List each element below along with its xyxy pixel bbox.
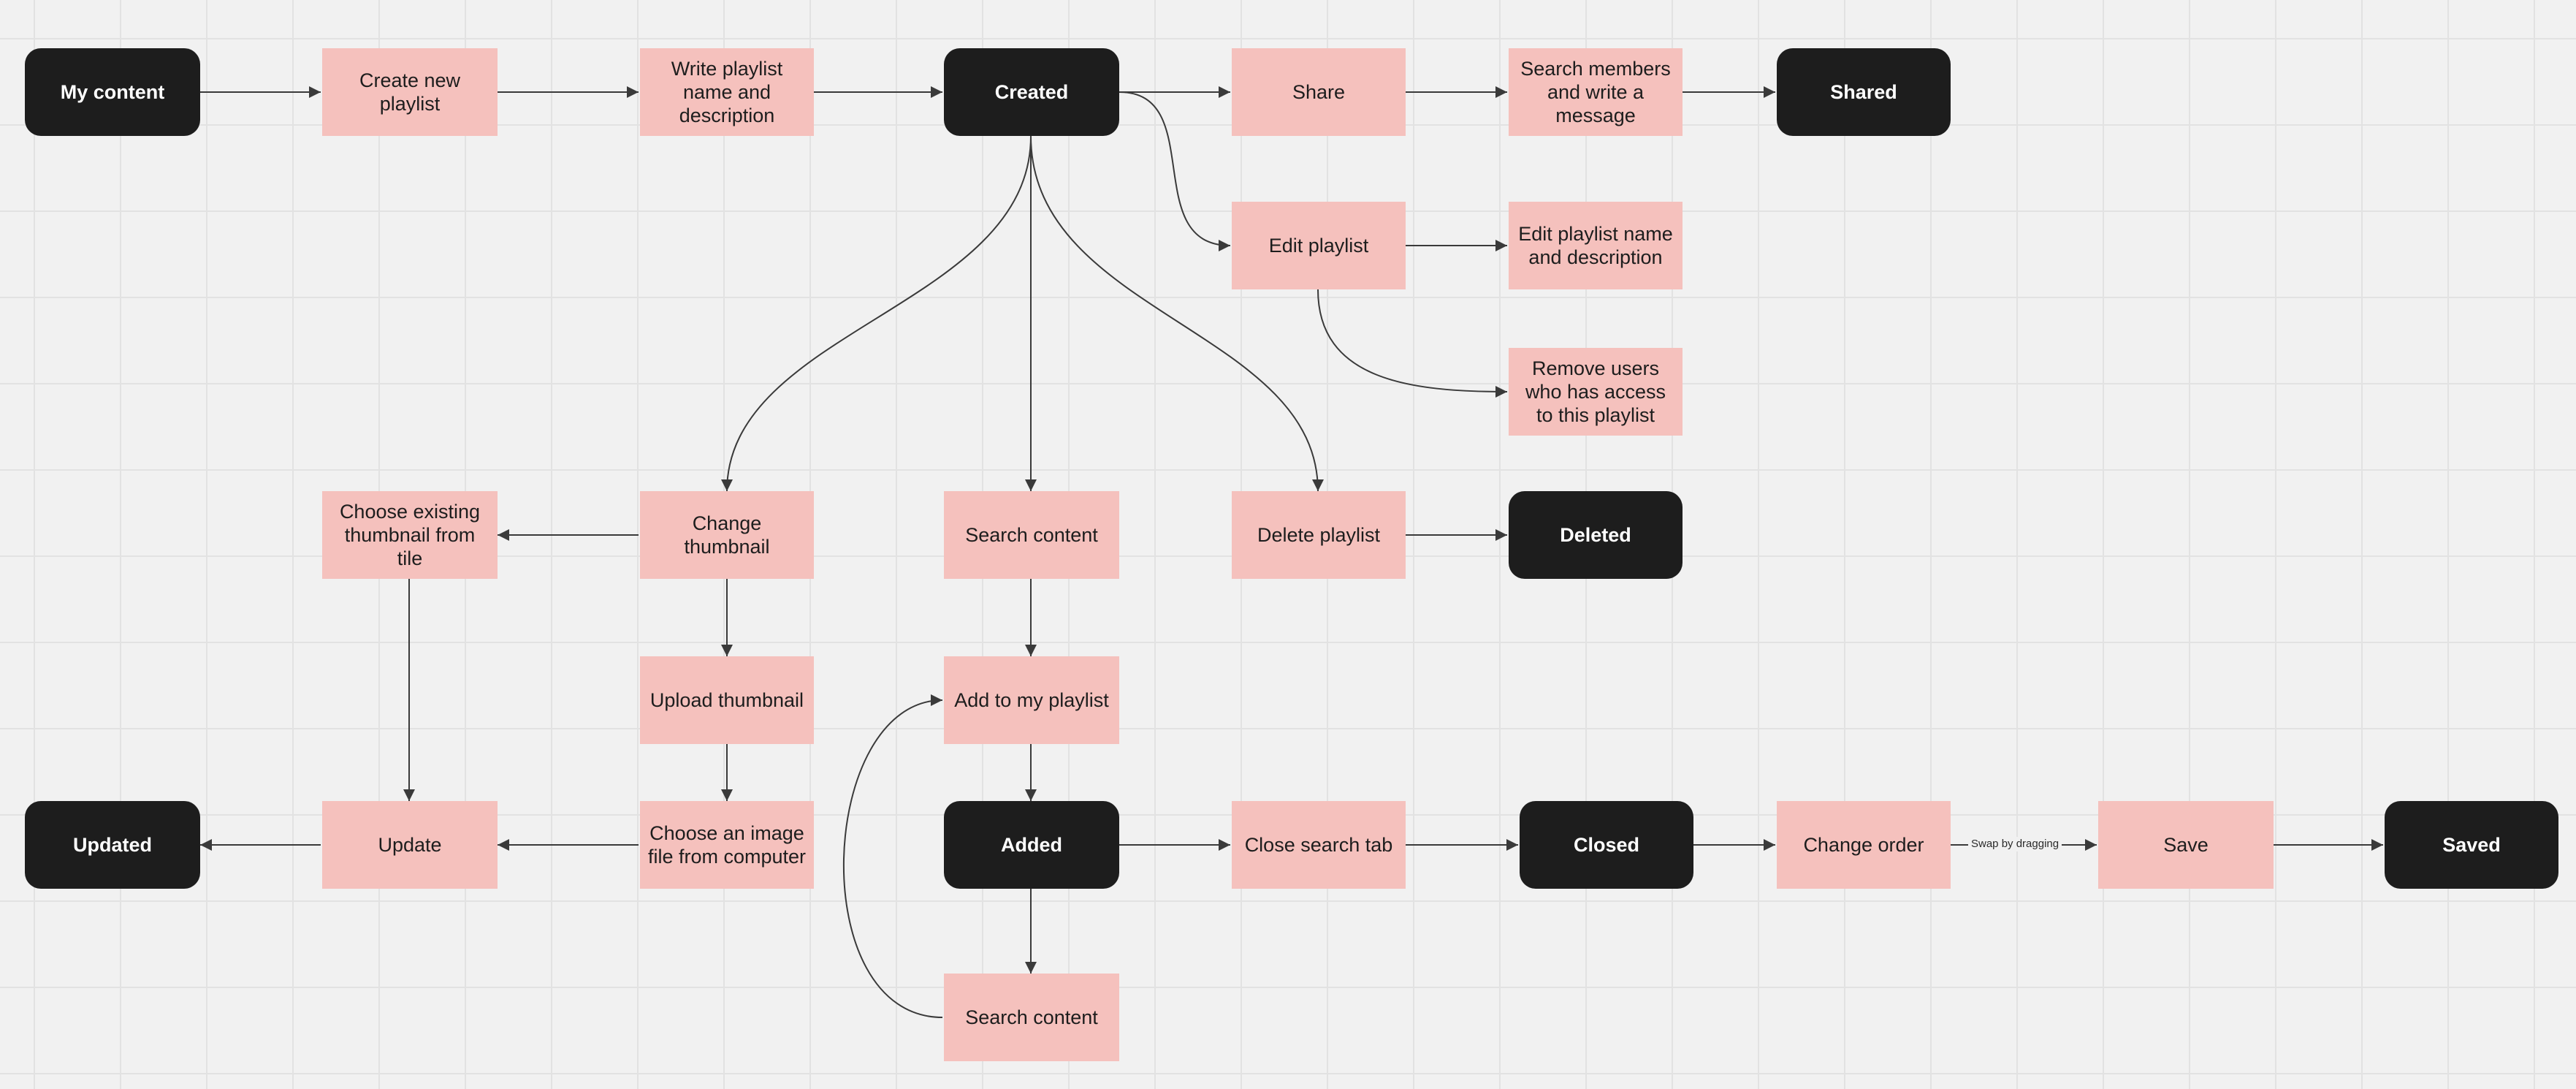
edge-edit-to-remove-users [1317,289,1508,398]
node-added[interactable]: Added [944,801,1119,889]
node-choose-existing-thumbnail[interactable]: Choose existing thumbnail from tile [322,491,498,579]
node-search-content[interactable]: Search content [944,491,1119,579]
node-add-to-my-playlist[interactable]: Add to my playlist [944,656,1119,744]
edge-created-to-edit [1119,91,1231,251]
node-search-content-2[interactable]: Search content [944,974,1119,1061]
node-upload-thumbnail[interactable]: Upload thumbnail [640,656,814,744]
node-updated[interactable]: Updated [25,801,200,889]
node-edit-playlist[interactable]: Edit playlist [1232,202,1406,289]
node-closed[interactable]: Closed [1520,801,1693,889]
node-change-thumbnail[interactable]: Change thumbnail [640,491,814,579]
edge-search-content-2-loop-to-add [842,694,943,1018]
node-remove-users[interactable]: Remove users who has access to this play… [1509,348,1683,436]
node-edit-playlist-name[interactable]: Edit playlist name and description [1509,202,1683,289]
edge-created-to-change-thumbnail [721,135,1032,492]
node-saved[interactable]: Saved [2385,801,2558,889]
node-save[interactable]: Save [2098,801,2274,889]
edge-label-swap-by-dragging: Swap by dragging [1968,837,2062,851]
node-my-content[interactable]: My content [25,48,200,136]
node-deleted[interactable]: Deleted [1509,491,1683,579]
node-close-search-tab[interactable]: Close search tab [1232,801,1406,889]
node-share[interactable]: Share [1232,48,1406,136]
edge-created-to-delete [1030,135,1324,492]
node-created[interactable]: Created [944,48,1119,136]
node-write-playlist-name[interactable]: Write playlist name and description [640,48,814,136]
node-update[interactable]: Update [322,801,498,889]
node-create-new-playlist[interactable]: Create new playlist [322,48,498,136]
node-search-members[interactable]: Search members and write a message [1509,48,1683,136]
node-choose-image-file[interactable]: Choose an image file from computer [640,801,814,889]
node-change-order[interactable]: Change order [1777,801,1951,889]
node-delete-playlist[interactable]: Delete playlist [1232,491,1406,579]
node-shared[interactable]: Shared [1777,48,1951,136]
